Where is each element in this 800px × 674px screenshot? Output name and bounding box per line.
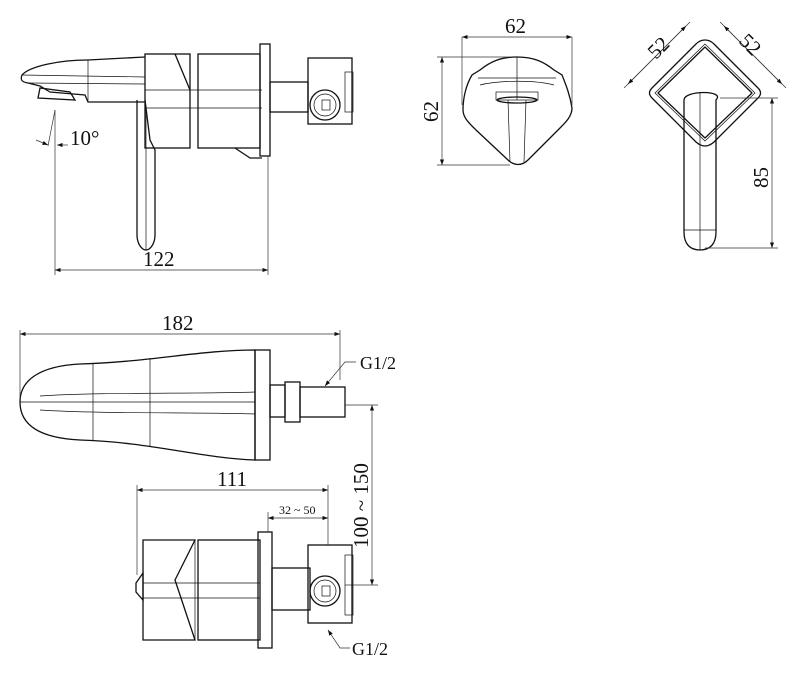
angle-label: 10° (70, 126, 99, 150)
depth-122-label: 122 (143, 247, 175, 271)
body-bottom-detail-lines (143, 540, 260, 640)
cartridge-cap (135, 570, 144, 602)
wall-flange (259, 43, 271, 157)
angle-arrow (35, 139, 49, 146)
handle-length-label: 85 (749, 167, 773, 188)
length-182-label: 182 (162, 311, 194, 335)
bottom-thread-leader (327, 629, 350, 649)
wall-plate (648, 39, 762, 147)
spout-outline (20, 59, 145, 103)
inlet-inner-circle-bottom (313, 579, 337, 603)
flange-top (254, 349, 271, 461)
inlet-circle-bottom (309, 575, 341, 607)
body-block (197, 53, 261, 149)
spout-detail-lines (21, 74, 146, 85)
spacing-label: 100 ~ 150 (349, 463, 373, 548)
front-view: 62 62 (419, 14, 573, 166)
plate-side-a-dimension-line (627, 25, 687, 85)
cartridge-bevel (174, 53, 191, 91)
inlet-plug (321, 99, 331, 111)
valve-box-bottom (307, 544, 353, 624)
body-block-bottom (197, 539, 261, 641)
spout-top-edge (87, 56, 146, 61)
plate-side-b-dimension-line (723, 25, 783, 85)
wall-range-label: 32 ~ 50 (279, 503, 316, 517)
front-height-label: 62 (419, 101, 443, 122)
plate-side-a-label: 52 (643, 32, 675, 64)
front-width-label: 62 (505, 14, 526, 38)
top-view: 182 G1/2 100 ~ 150 (19, 311, 396, 586)
valve-box-tab (344, 71, 354, 113)
cartridge-body (144, 53, 191, 149)
connector-sleeve (269, 384, 286, 418)
connector-pipe-bottom (271, 567, 311, 611)
bottom-view: 111 32 ~ 50 G1/2 (135, 467, 388, 659)
top-thread-label: G1/2 (360, 353, 396, 373)
threaded-inlet (299, 386, 346, 418)
cartridge-bottom (142, 539, 197, 641)
inlet-inner-circle (313, 93, 337, 117)
handle-rear (683, 91, 719, 251)
aerator (37, 87, 77, 101)
hex-nut (284, 381, 301, 423)
rear-view: 52 52 85 (623, 21, 787, 251)
side-view: 10° 122 (20, 43, 354, 275)
front-center-lines (507, 57, 527, 163)
valve-box (307, 57, 353, 125)
body-underside (234, 147, 262, 159)
valve-box-tab-bottom (344, 554, 354, 616)
spout-top-outline (19, 349, 256, 461)
plate-side-b-label: 52 (734, 29, 766, 61)
depth-111-label: 111 (217, 467, 247, 491)
inlet-plug-bottom (321, 585, 331, 597)
spout-top-detail-lines (20, 358, 256, 446)
bottom-thread-label: G1/2 (352, 639, 388, 659)
angle-reference-line (47, 109, 56, 147)
handle-front-outline (462, 56, 573, 166)
connector-pipe (269, 81, 309, 113)
top-thread-leader (324, 361, 356, 387)
inlet-circle (309, 89, 341, 121)
